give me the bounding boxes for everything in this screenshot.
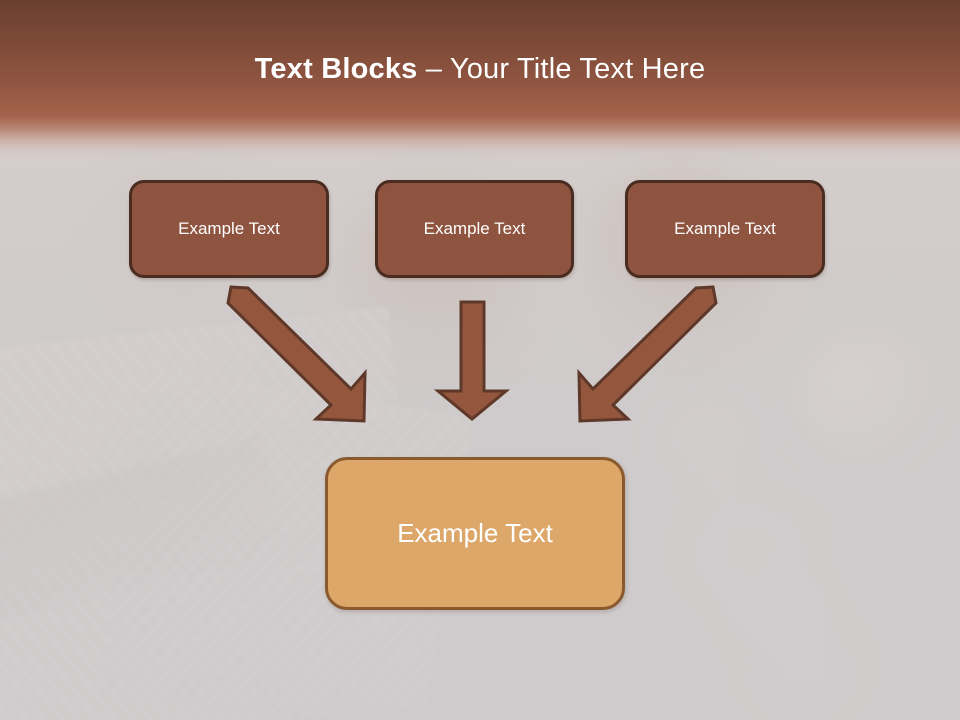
text-block-1-label: Example Text	[178, 219, 280, 238]
page-title-strong: Text Blocks	[254, 53, 426, 85]
text-block-1[interactable]: Example Text	[129, 180, 329, 278]
text-block-2-label: Example Text	[423, 219, 526, 238]
text-block-3-label: Example Text	[674, 219, 776, 238]
page-title-rest: – Your Title Text Here	[425, 53, 706, 85]
text-block-3[interactable]: Example Text	[625, 180, 825, 278]
title-banner	[0, 0, 960, 160]
page-title: Text Blocks – Your Title Text Here	[0, 53, 960, 86]
text-block-2[interactable]: Example Text	[375, 180, 574, 278]
text-block-result-label: Example Text	[397, 518, 553, 548]
text-block-result[interactable]: Example Text	[325, 457, 625, 610]
